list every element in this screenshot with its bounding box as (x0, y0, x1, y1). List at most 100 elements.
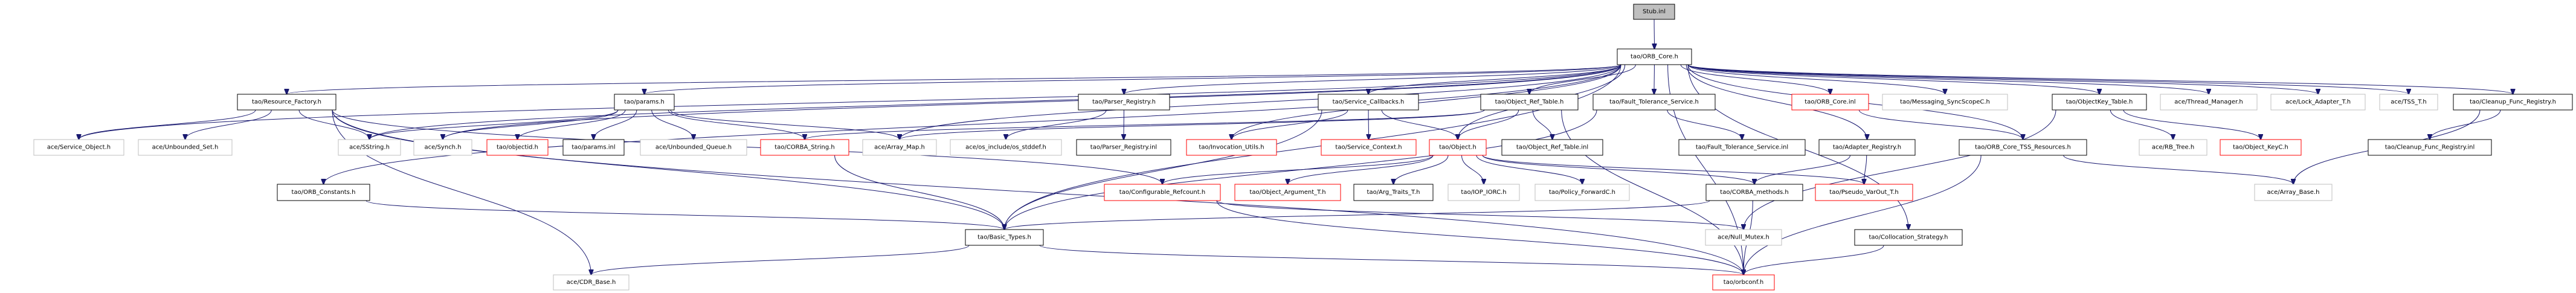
node-label: tao/objectid.h (497, 144, 538, 151)
node-box (1480, 94, 1579, 111)
node-fault-tolerance-service-h[interactable]: tao/Fault_Tolerance_Service.h (1592, 94, 1716, 111)
node-object-argument-t-h[interactable]: tao/Object_Argument_T.h (1234, 184, 1341, 201)
node-cleanup-func-registry-inl[interactable]: tao/Cleanup_Func_Registry.inl (2368, 139, 2492, 156)
node-tss-t-h[interactable]: ace/TSS_T.h (2379, 94, 2438, 111)
node-parser-registry-h[interactable]: tao/Parser_Registry.h (1078, 94, 1170, 111)
node-unbounded-set-h[interactable]: ace/Unbounded_Set.h (138, 139, 233, 156)
node-box (640, 139, 747, 156)
edge-basic_types_h-to-orbconf_h (1039, 245, 1744, 275)
node-box (338, 139, 401, 156)
node-os-stddef-h[interactable]: ace/os_include/os_stddef.h (950, 139, 1062, 156)
node-sstring-h[interactable]: ace/SString.h (338, 139, 401, 156)
edge-orb_core_tss_resources_h-to-array_base_h (2063, 155, 2293, 184)
node-label: tao/params.inl (572, 144, 615, 151)
node-arg-traits-t-h[interactable]: tao/Arg_Traits_T.h (1353, 184, 1434, 201)
node-box (1815, 184, 1913, 201)
node-object-h[interactable]: tao/Object.h (1429, 139, 1487, 156)
node-box (2379, 94, 2438, 111)
node-invocation-utils-h[interactable]: tao/Invocation_Utils.h (1186, 139, 1277, 156)
node-label: tao/Object_KeyC.h (2233, 144, 2288, 151)
node-service-object-h[interactable]: ace/Service_Object.h (33, 139, 124, 156)
edge-resource_factory_h-to-sstring_h (298, 109, 369, 140)
node-array-map-h[interactable]: ace/Array_Map.h (862, 139, 937, 156)
node-resource-factory-h[interactable]: tao/Resource_Factory.h (237, 94, 336, 111)
edge-adapter_registry_h-to-pseudo_varout_t_h (1864, 155, 1867, 184)
node-policy-forwardc-h[interactable]: tao/Policy_ForwardC.h (1534, 184, 1630, 201)
node-box (2160, 94, 2258, 111)
edge-orb_core_h-to-resource_factory_h (287, 64, 1621, 94)
edge-object_ref_table_h-to-object_ref_table_inl (1532, 109, 1552, 140)
node-cdr-base-h[interactable]: ace/CDR_Base.h (553, 274, 630, 291)
node-box (950, 139, 1062, 156)
node-label: tao/Collocation_Strategy.h (1869, 234, 1948, 241)
node-box (1818, 139, 1916, 156)
node-box (760, 139, 849, 156)
edge-orb_core_h-to-params_h (645, 64, 1621, 94)
node-corba-methods-h[interactable]: tao/CORBA_methods.h (1705, 184, 1803, 201)
node-configurable-refcount-h[interactable]: tao/Configurable_Refcount.h (1104, 184, 1221, 201)
node-orb-core-h[interactable]: tao/ORB_Core.h (1617, 48, 1692, 65)
node-box (1678, 139, 1806, 156)
edge-object_h-to-object_argument_t_h (1288, 155, 1434, 184)
node-service-context-h[interactable]: tao/Service_Context.h (1321, 139, 1417, 156)
node-label: tao/Arg_Traits_T.h (1367, 189, 1420, 196)
node-params-h[interactable]: tao/params.h (614, 94, 675, 111)
node-label: tao/Object.h (1439, 144, 1476, 151)
node-objectid-h[interactable]: tao/objectid.h (486, 139, 549, 156)
node-object-ref-table-h[interactable]: tao/Object_Ref_Table.h (1480, 94, 1579, 111)
node-box (1791, 94, 1869, 111)
edge-corba_string_h-to-basic_types_h (834, 155, 1005, 230)
edge-object_h-to-policy_forwardc_h (1476, 155, 1582, 184)
node-iop-iorc-h[interactable]: tao/IOP_IORC.h (1447, 184, 1520, 201)
node-parser-registry-inl[interactable]: tao/Parser_Registry.inl (1076, 139, 1171, 156)
node-label: tao/orbconf.h (1724, 279, 1763, 286)
node-fault-tolerance-service-inl[interactable]: tao/Fault_Tolerance_Service.inl (1678, 139, 1806, 156)
node-label: tao/Parser_Registry.inl (1090, 144, 1157, 151)
node-rb-tree-h[interactable]: ace/RB_Tree.h (2139, 139, 2207, 156)
node-lock-adapter-t-h[interactable]: ace/Lock_Adapter_T.h (2270, 94, 2366, 111)
node-synch-h[interactable]: ace/Synch.h (413, 139, 472, 156)
node-thread-manager-h[interactable]: ace/Thread_Manager.h (2160, 94, 2258, 111)
node-corba-string-h[interactable]: tao/CORBA_String.h (760, 139, 849, 156)
edge-object_h-to-corba_methods_h (1482, 155, 1754, 184)
node-orb-core-tss-resources-h[interactable]: tao/ORB_Core_TSS_Resources.h (1959, 139, 2087, 156)
edge-service_callbacks_h-to-invocation_utils_h (1232, 109, 1348, 140)
node-adapter-registry-h[interactable]: tao/Adapter_Registry.h (1818, 139, 1916, 156)
node-object-ref-table-inl[interactable]: tao/Object_Ref_Table.inl (1501, 139, 1603, 156)
node-layer: Stub.inltao/ORB_Core.htao/Resource_Facto… (33, 4, 2573, 291)
edge-objectkey_table_h-to-null_mutex_h (1744, 109, 2056, 230)
node-box (1076, 139, 1171, 156)
node-messaging-syncscopec-h[interactable]: tao/Messaging_SyncScopeC.h (1882, 94, 2008, 111)
node-box (2139, 139, 2207, 156)
node-box (2453, 94, 2573, 111)
edge-object_h-to-pseudo_varout_t_h (1482, 155, 1864, 184)
node-service-callbacks-h[interactable]: tao/Service_Callbacks.h (1318, 94, 1419, 111)
node-params-inl[interactable]: tao/params.inl (562, 139, 625, 156)
edge-orb_core_h-to-thread_manager_h (1687, 64, 2209, 94)
node-label: ace/Null_Mutex.h (1718, 234, 1769, 241)
node-box (486, 139, 549, 156)
node-null-mutex-h[interactable]: ace/Null_Mutex.h (1705, 229, 1782, 246)
node-pseudo-varout-t-h[interactable]: tao/Pseudo_VarOut_T.h (1815, 184, 1913, 201)
node-label: tao/CORBA_String.h (774, 144, 834, 151)
edge-params_h-to-array_map_h (670, 109, 900, 140)
node-box (138, 139, 233, 156)
edge-orb_core_h-to-object_ref_table_h (1530, 64, 1636, 94)
edge-orb_core_h-to-service_object_h (79, 64, 1621, 140)
node-label: tao/Parser_Registry.h (1092, 99, 1156, 106)
edge-orb_core_inl-to-orb_core_tss_resources_h (1858, 109, 2023, 140)
node-orbconf-h[interactable]: tao/orbconf.h (1712, 274, 1775, 291)
node-basic-types-h[interactable]: tao/Basic_Types.h (965, 229, 1044, 246)
edge-resource_factory_h-to-basic_types_h (332, 109, 1005, 230)
node-object-keyc-h[interactable]: tao/Object_KeyC.h (2220, 139, 2302, 156)
node-label: tao/Invocation_Utils.h (1199, 144, 1264, 151)
node-objectkey-table-h[interactable]: tao/ObjectKey_Table.h (2052, 94, 2147, 111)
node-orb-constants-h[interactable]: tao/ORB_Constants.h (277, 184, 370, 201)
node-label: tao/Cleanup_Func_Registry.h (2470, 99, 2556, 106)
node-collocation-strategy-h[interactable]: tao/Collocation_Strategy.h (1854, 229, 1963, 246)
node-array-base-h[interactable]: ace/Array_Base.h (2254, 184, 2333, 201)
node-cleanup-func-registry-h[interactable]: tao/Cleanup_Func_Registry.h (2453, 94, 2573, 111)
node-unbounded-queue-h[interactable]: ace/Unbounded_Queue.h (640, 139, 747, 156)
node-orb-core-inl[interactable]: tao/ORB_Core.inl (1791, 94, 1869, 111)
